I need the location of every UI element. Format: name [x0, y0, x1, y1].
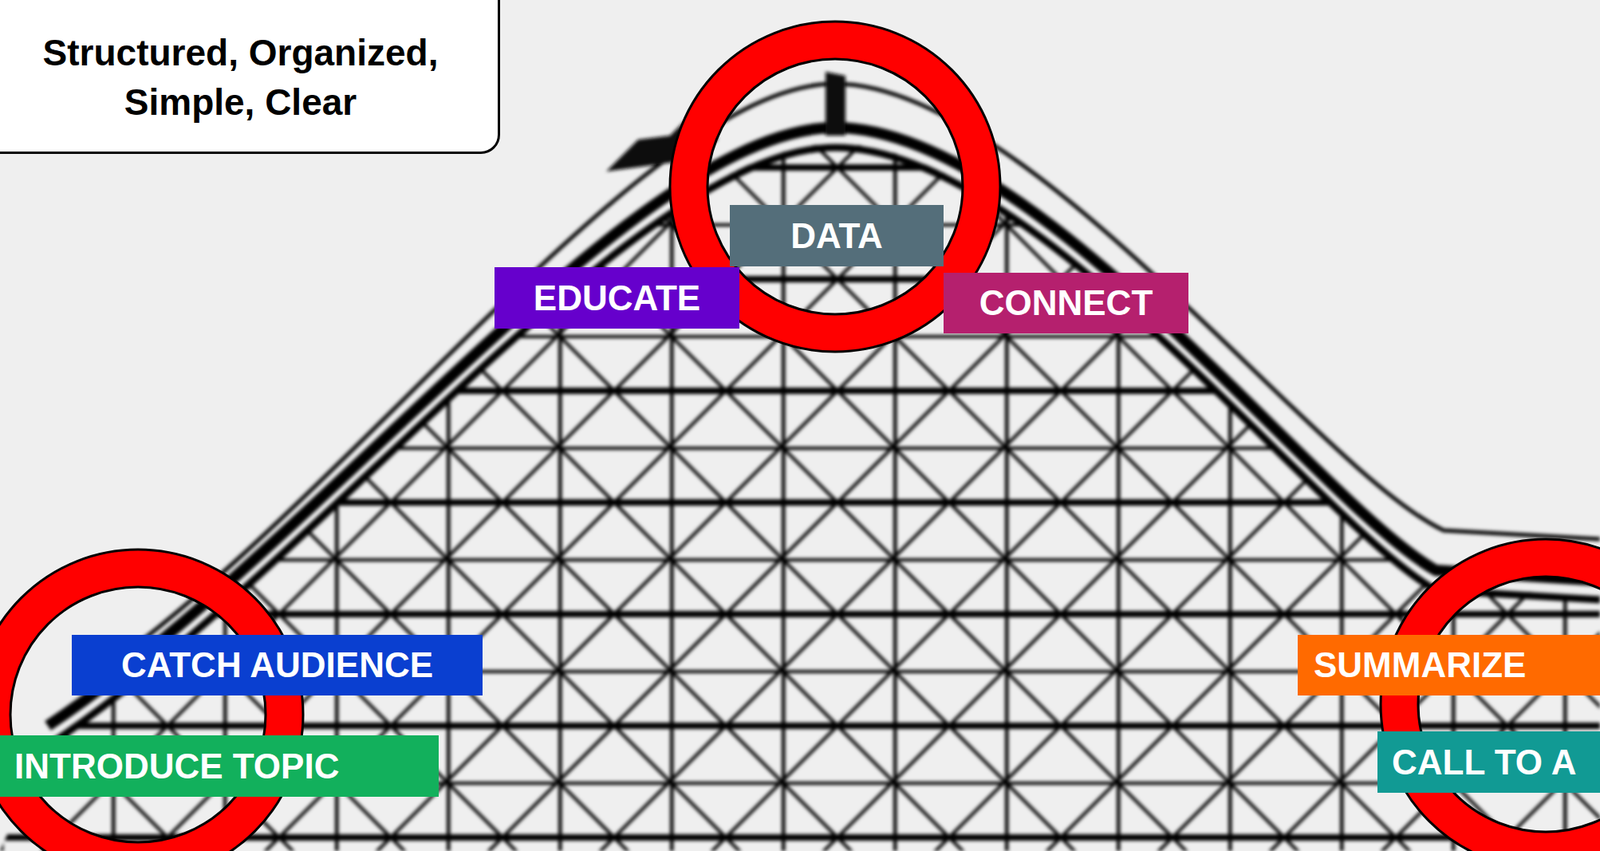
- title-text: Structured, Organized, Simple, Clear: [2, 27, 479, 127]
- ring-outline: [0, 549, 304, 851]
- stage-tag: CALL TO A: [1377, 731, 1600, 793]
- track-rail: [47, 147, 1600, 746]
- track-rail: [47, 127, 1600, 726]
- tag-text: CONNECT: [979, 283, 1154, 324]
- red-ring: [1399, 558, 1600, 851]
- title-box: Structured, Organized, Simple, Clear: [0, 0, 501, 154]
- ring-outline: [707, 59, 963, 315]
- stage-tag: SUMMARIZE: [1297, 634, 1600, 696]
- stage-tag: CONNECT: [943, 272, 1189, 334]
- tag-text: CALL TO A: [1391, 742, 1577, 783]
- stage-tag: DATA: [729, 204, 944, 267]
- ring-outline: [10, 587, 266, 843]
- tag-text: EDUCATE: [533, 278, 701, 319]
- stage-tag: EDUCATE: [494, 267, 740, 329]
- stage-tag: CATCH AUDIENCE: [71, 634, 483, 696]
- hand-rail: [79, 83, 1600, 686]
- flag-post: [825, 71, 846, 136]
- tag-text: SUMMARIZE: [1313, 645, 1526, 686]
- tag-text: CATCH AUDIENCE: [121, 645, 434, 686]
- stage-tag: INTRODUCE TOPIC: [0, 735, 439, 797]
- tag-text: INTRODUCE TOPIC: [14, 746, 339, 787]
- ring-outline: [1418, 576, 1600, 832]
- tag-text: DATA: [790, 216, 883, 257]
- red-ring: [0, 568, 284, 851]
